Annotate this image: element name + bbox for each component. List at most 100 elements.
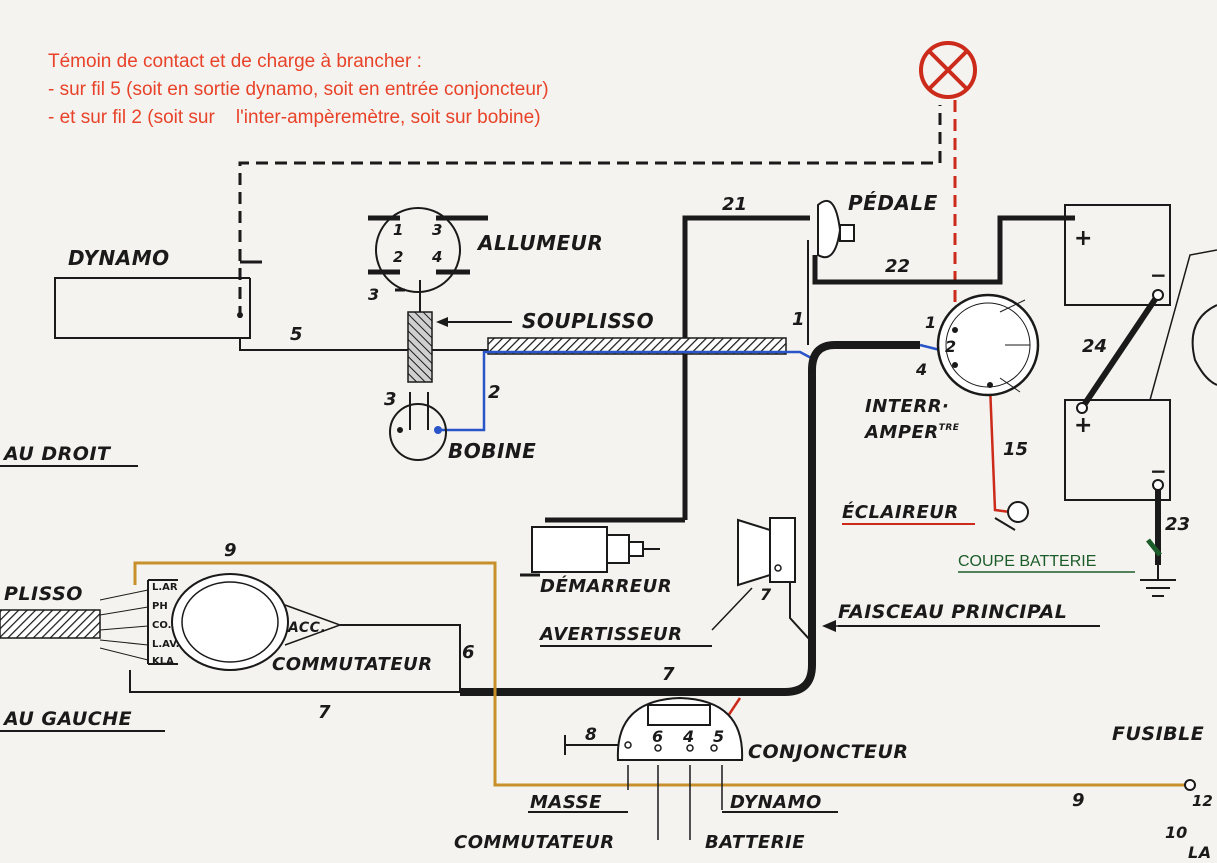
fusible-terminal <box>1184 779 1196 791</box>
faisceau-arrowhead <box>822 620 836 632</box>
avertisseur-icon <box>737 517 796 587</box>
label-amper-main: AMPER <box>863 422 939 443</box>
bobine-icon <box>389 280 447 461</box>
label-masse: MASSE <box>530 792 602 813</box>
wire-15-red <box>988 384 1011 514</box>
note-line-2: - sur fil 5 (soit en sortie dynamo, soit… <box>48 79 549 100</box>
wire-2-blue <box>438 350 816 432</box>
num-5-conj: 5 <box>713 727 724 746</box>
num-24: 24 <box>1082 336 1107 357</box>
num-4-amper: 4 <box>915 360 927 379</box>
wire-9-orange <box>133 561 1190 787</box>
label-batterie: BATTERIE <box>705 832 805 853</box>
wire-7-left <box>129 670 460 693</box>
battery-top <box>1064 204 1171 306</box>
num-2: 2 <box>488 382 501 403</box>
label-coupe-batterie: COUPE BATTERIE <box>958 553 1096 570</box>
label-interr: INTERR· <box>865 396 949 417</box>
num-8: 8 <box>585 725 597 745</box>
demarreur-icon <box>520 526 660 577</box>
wire-21 <box>682 215 810 520</box>
avertisseur-pointer <box>711 587 753 631</box>
battery-bottom <box>1064 399 1171 501</box>
label-la: LA <box>1188 843 1212 862</box>
num-1: 1 <box>792 309 805 330</box>
commutateur-icon <box>99 573 343 671</box>
note-line-1: Témoin de contact et de charge à branche… <box>48 51 422 72</box>
num-3-allumeur: 3 <box>368 285 379 304</box>
wire-22 <box>812 215 1075 285</box>
pedale-icon <box>817 199 855 259</box>
num-9-bottom: 9 <box>1072 790 1085 811</box>
label-pedale: PÉDALE <box>848 191 938 215</box>
battery-bottom-minus: − <box>1150 459 1167 483</box>
battery-bottom-plus-terminal <box>1076 402 1088 414</box>
num-6-conj: 6 <box>652 727 663 746</box>
label-fusible: FUSIBLE <box>1112 723 1204 745</box>
num-2-allumeur: 2 <box>393 248 403 266</box>
eclaireur-icon <box>994 501 1029 531</box>
wire-6 <box>340 624 461 692</box>
label-amper-sup: TRE <box>939 423 960 433</box>
num-2-amper: 2 <box>945 337 956 356</box>
souplisso-left-cable <box>0 609 101 639</box>
label-demarreur: DÉMARREUR <box>540 575 672 597</box>
num-6: 6 <box>462 642 475 663</box>
wire-24 <box>1079 293 1161 410</box>
num-7-left: 7 <box>318 702 331 723</box>
label-bobine: BOBINE <box>448 439 536 463</box>
num-15: 15 <box>1003 439 1028 460</box>
num-3-bobine: 3 <box>384 389 397 410</box>
label-commutateur: COMMUTATEUR <box>272 654 433 675</box>
num-4-allumeur: 4 <box>431 248 442 266</box>
num-23: 23 <box>1165 514 1190 535</box>
main-harness <box>460 341 920 696</box>
num-21: 21 <box>722 194 747 215</box>
annotation-note: Témoin de contact et de charge à branche… <box>48 48 549 132</box>
label-avertisseur: AVERTISSEUR <box>538 624 683 645</box>
label-souplisso: SOUPLISSO <box>522 309 654 333</box>
temoin-lamp-icon <box>919 41 977 99</box>
dynamo-box <box>54 277 251 339</box>
num-1-amper: 1 <box>925 313 936 332</box>
num-9-top: 9 <box>224 540 237 561</box>
num-10: 10 <box>1165 823 1187 842</box>
battery-bottom-plus: + <box>1074 413 1092 438</box>
note-line-3: - et sur fil 2 (soit sur l'inter-ampèrem… <box>48 107 541 128</box>
label-acc: ACC. <box>287 620 326 636</box>
partial-circle-right <box>1191 304 1217 386</box>
battery-top-plus: + <box>1074 226 1092 251</box>
num-7-center: 7 <box>662 664 675 685</box>
interr-amper-icon <box>936 293 1040 397</box>
souplisso-cable <box>487 337 787 355</box>
num-4-conj: 4 <box>682 727 694 746</box>
blue-to-amper <box>919 343 941 352</box>
label-conjoncteur: CONJONCTEUR <box>748 741 909 763</box>
label-faisceau-principal: FAISCEAU PRINCIPAL <box>838 601 1067 623</box>
label-eclaireur: ÉCLAIREUR <box>842 501 959 523</box>
num-3-allumeur-top: 3 <box>432 221 442 239</box>
label-faisceau-gauche: AU GAUCHE <box>2 708 132 730</box>
coupe-batterie-icon <box>1140 538 1176 597</box>
souplisso-arrowhead <box>436 317 448 327</box>
label-commutateur-bottom: COMMUTATEUR <box>454 832 615 853</box>
avertisseur-wire <box>789 582 811 641</box>
commutateur-pos-lar: L.AR <box>152 582 178 593</box>
commutateur-pos-ph: PH <box>152 601 168 612</box>
allumeur-icon <box>368 207 488 293</box>
commutateur-pos-kla: KLA <box>152 656 174 667</box>
num-1-allumeur: 1 <box>393 221 403 239</box>
num-7-avertisseur: 7 <box>760 585 772 604</box>
commutateur-pos-lav: L.AV. <box>152 639 179 650</box>
label-faisceau-droit: AU DROIT <box>2 443 112 465</box>
battery-top-minus: − <box>1150 263 1167 287</box>
battery-top-minus-terminal <box>1152 289 1164 301</box>
num-5: 5 <box>290 324 303 345</box>
num-12: 12 <box>1192 792 1213 810</box>
battery-bottom-minus-terminal <box>1152 479 1164 491</box>
dynamo-terminal <box>237 312 243 318</box>
commutateur-pos-co: CO. <box>152 620 171 631</box>
label-allumeur: ALLUMEUR <box>476 231 603 255</box>
battery-side-wire <box>1149 249 1217 401</box>
